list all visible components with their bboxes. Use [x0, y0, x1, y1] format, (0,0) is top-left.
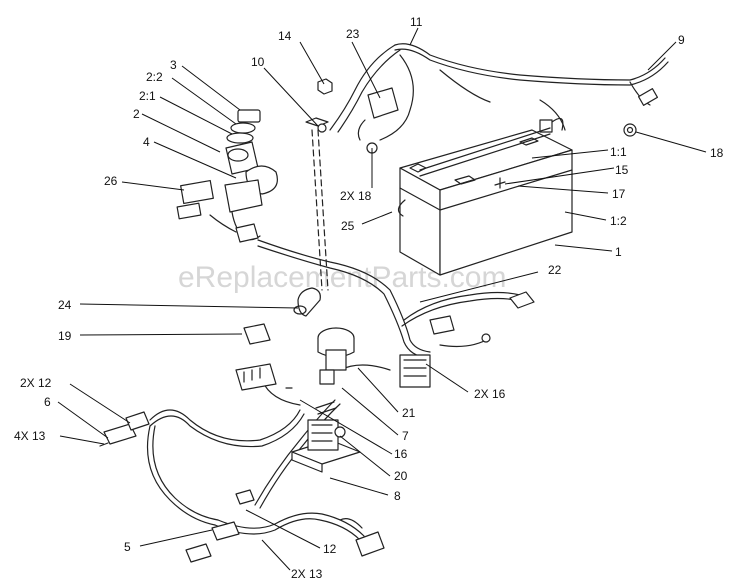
label-part-12: 12	[323, 542, 337, 556]
label-part-2x13: 2X 13	[291, 567, 323, 581]
part-labels: 1 1:1 1:2 2 2:1 2:2 3 4 5 6 7 8 9 10 11 …	[14, 15, 724, 581]
label-part-14: 14	[278, 29, 292, 43]
label-part-4: 4	[143, 135, 150, 149]
key-switch-drawing	[176, 109, 278, 243]
label-part-6: 6	[44, 395, 51, 409]
label-part-24: 24	[58, 298, 72, 312]
label-part-16: 16	[394, 447, 408, 461]
label-part-23: 23	[346, 27, 360, 41]
label-part-25: 25	[341, 219, 355, 233]
label-part-18: 18	[710, 146, 724, 160]
label-part-19: 19	[58, 329, 72, 343]
relays-drawing	[235, 287, 535, 391]
label-part-10: 10	[251, 55, 265, 69]
label-part-2: 2	[133, 107, 140, 121]
hold-down-drawing	[419, 127, 551, 189]
label-part-5: 5	[124, 540, 131, 554]
label-part-9: 9	[678, 33, 685, 47]
label-part-7: 7	[402, 429, 409, 443]
harness-drawing	[146, 239, 521, 541]
label-part-2x12: 2X 12	[20, 376, 52, 390]
battery-drawing	[397, 117, 573, 276]
label-part-8: 8	[394, 489, 401, 503]
label-part-15: 15	[615, 163, 629, 177]
label-part-4x13: 4X 13	[14, 429, 46, 443]
label-part-1-2: 1:2	[610, 214, 627, 228]
label-part-2x16: 2X 16	[474, 387, 506, 401]
label-part-20: 20	[394, 469, 408, 483]
label-part-1-1: 1:1	[610, 145, 627, 159]
cables-drawing	[329, 43, 669, 141]
label-part-2x18: 2X 18	[340, 189, 372, 203]
label-part-3: 3	[170, 58, 177, 72]
label-part-2-2: 2:2	[146, 70, 163, 84]
label-part-1: 1	[615, 245, 622, 259]
leader-lines	[57, 27, 707, 571]
connectors-drawing	[99, 411, 385, 563]
rod-10-drawing	[305, 78, 333, 291]
label-part-26: 26	[104, 174, 118, 188]
label-part-22: 22	[548, 263, 562, 277]
boot-23-drawing	[357, 87, 399, 154]
label-part-11: 11	[410, 15, 423, 29]
label-part-2-1: 2:1	[139, 89, 156, 103]
label-part-21: 21	[402, 406, 416, 420]
label-part-17: 17	[612, 187, 626, 201]
